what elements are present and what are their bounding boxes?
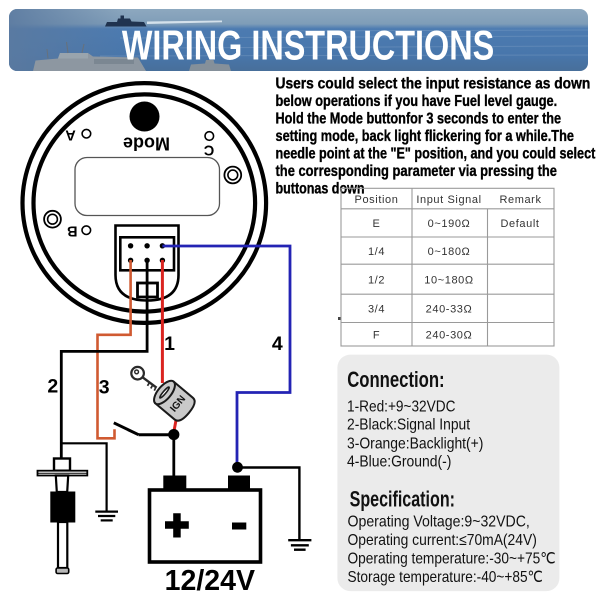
svg-text:2: 2 <box>47 376 58 398</box>
svg-text:2-Black:Signal Input: 2-Black:Signal Input <box>347 417 470 434</box>
svg-text:240-30Ω: 240-30Ω <box>426 330 473 342</box>
svg-text:Input Signal: Input Signal <box>416 194 481 206</box>
svg-text:Position: Position <box>355 194 399 206</box>
svg-text:240-33Ω: 240-33Ω <box>426 304 473 316</box>
svg-text:4-Blue:Ground(-): 4-Blue:Ground(-) <box>347 454 451 471</box>
svg-text:needle point at the "E" positi: needle point at the "E" position, and yo… <box>276 144 596 162</box>
svg-text:1-Red:+9~32VDC: 1-Red:+9~32VDC <box>347 399 455 416</box>
svg-text:4: 4 <box>272 333 283 355</box>
svg-text:10~180Ω: 10~180Ω <box>424 275 473 287</box>
svg-text:Hold the Mode buttonfor 3 seco: Hold the Mode buttonfor 3 seconds to ent… <box>276 110 562 127</box>
svg-text:the corresponding parameter vi: the corresponding parameter via pressing… <box>276 163 558 180</box>
svg-text:Remark: Remark <box>499 194 541 206</box>
svg-text:Mode: Mode <box>123 134 170 154</box>
svg-text:Specification:: Specification: <box>350 488 455 512</box>
svg-text:below operations if you have F: below operations if you have Fuel level … <box>276 93 558 110</box>
svg-text:setting mode, back light flick: setting mode, back light flickering for … <box>276 128 575 145</box>
svg-text:Default: Default <box>500 218 539 230</box>
svg-text:Operating temperature:-30~+75℃: Operating temperature:-30~+75℃ <box>348 551 556 568</box>
svg-text:C: C <box>203 141 214 157</box>
svg-text:0~190Ω: 0~190Ω <box>428 218 471 230</box>
svg-text:Operating Voltage:9~32VDC,: Operating Voltage:9~32VDC, <box>348 514 530 531</box>
svg-text:B: B <box>67 223 77 239</box>
svg-text:1/4: 1/4 <box>368 246 385 258</box>
svg-text:0~180Ω: 0~180Ω <box>428 246 471 258</box>
svg-text:Operating current:≤70mA(24V): Operating current:≤70mA(24V) <box>348 532 537 549</box>
svg-text:A: A <box>65 127 76 143</box>
svg-text:1/2: 1/2 <box>368 275 385 287</box>
svg-text:Storage temperature:-40~+85℃: Storage temperature:-40~+85℃ <box>348 569 543 586</box>
svg-text:3-Orange:Backlight(+): 3-Orange:Backlight(+) <box>347 436 483 453</box>
svg-text:3/4: 3/4 <box>368 304 385 316</box>
svg-text:buttonas down: buttonas down <box>276 179 365 197</box>
svg-text:F: F <box>373 330 380 342</box>
svg-text:Users could select the input r: Users could select the input resistance … <box>276 76 591 93</box>
svg-text:E: E <box>373 218 381 230</box>
svg-text:3: 3 <box>99 376 110 398</box>
svg-text:1: 1 <box>164 333 175 355</box>
svg-text:Connection:: Connection: <box>347 368 444 393</box>
svg-text:12/24V: 12/24V <box>165 565 255 597</box>
svg-text:WIRING INSTRUCTIONS: WIRING INSTRUCTIONS <box>122 21 494 68</box>
